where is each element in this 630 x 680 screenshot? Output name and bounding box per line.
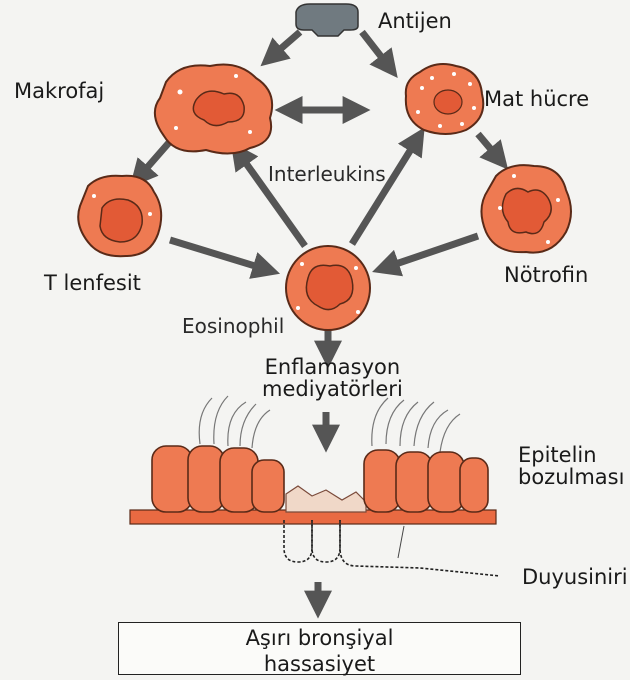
bronchial-epithelium [130,396,496,524]
macrophage-cell [155,65,272,154]
sensory-nerve [284,520,500,576]
result-box: Aşırı bronşiyal hassasiyet [118,622,521,675]
label-mast-cell: Mat hücre [484,88,589,110]
arrow-antigen-to-mast-cell [362,32,390,68]
eosinophil-cell [286,246,370,330]
label-mediators: Enflamasyon mediyatörleri [262,356,403,400]
arrow-mast-to-neutrophil [478,134,500,160]
label-sensory-nerve: Duyusiniri [522,566,628,588]
antigen-shape [296,4,358,36]
label-neutrophil: Nötrofin [504,264,588,286]
mast-cell [406,64,484,134]
label-eosinophil: Eosinophil [182,316,284,337]
t-lymphocyte-cell [78,176,161,257]
label-interleukins: Interleukins [268,164,386,185]
arrow-antigen-to-macrophage [270,32,300,58]
label-macrophage: Makrofaj [14,80,104,102]
arrow-eosinophil-to-mast-cell [352,138,418,244]
label-mediators-line2: mediyatörleri [262,378,403,400]
label-mediators-line1: Enflamasyon [262,356,403,378]
result-line2: hassasiyet [119,653,520,675]
label-antigen: Antijen [378,10,452,32]
label-t-lymphocyte: T lenfesit [44,272,141,294]
label-epithelium-line1: Epitelin [518,444,624,466]
result-line1: Aşırı bronşiyal [119,627,520,649]
arrow-neutrophil-to-eosinophil [384,236,478,268]
label-epithelium: Epitelin bozulması [518,444,624,488]
arrow-t-lymphocyte-to-eosinophil [170,240,268,270]
neutrophil-cell [481,165,571,252]
label-epithelium-line2: bozulması [518,466,624,488]
